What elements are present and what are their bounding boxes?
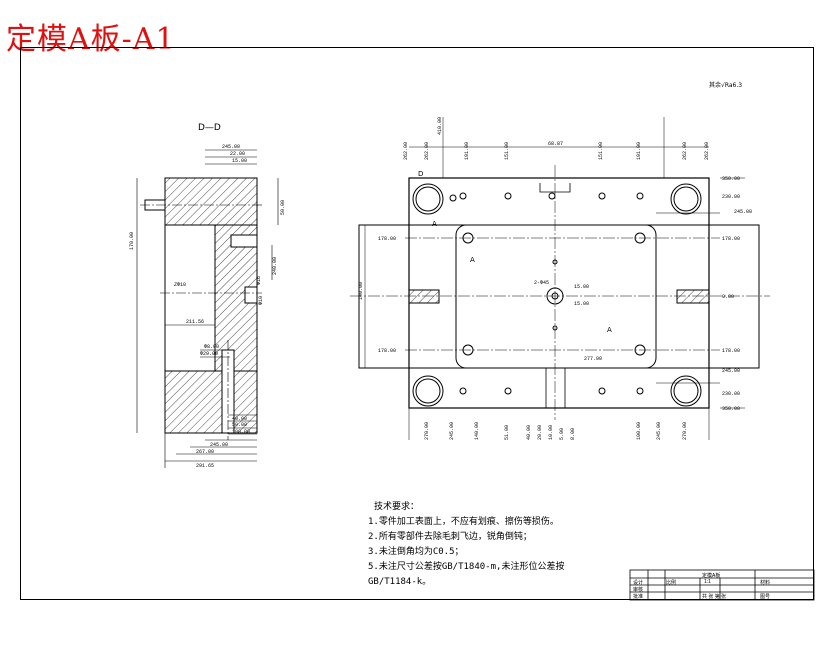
section-hole-1 xyxy=(230,234,258,248)
svg-text:A: A xyxy=(470,256,475,264)
svg-text:178.00: 178.00 xyxy=(722,236,740,242)
svg-text:Φ29.00: Φ29.00 xyxy=(200,351,218,357)
notes-line: 5.未注尺寸公差按GB/T1840-m,未注形位公差按 xyxy=(368,562,565,572)
svg-text:Φ16: Φ16 xyxy=(256,276,262,285)
svg-text:140.00: 140.00 xyxy=(358,282,364,300)
svg-text:50.00: 50.00 xyxy=(232,422,247,428)
svg-text:A: A xyxy=(607,326,612,334)
svg-text:178.00: 178.00 xyxy=(378,348,396,354)
svg-text:245.00: 245.00 xyxy=(734,209,752,215)
section-upper-block xyxy=(164,177,258,226)
section-view-label: D—D xyxy=(198,123,221,133)
svg-text:ZΦ10: ZΦ10 xyxy=(174,282,186,288)
svg-text:15.00: 15.00 xyxy=(232,158,247,164)
svg-text:Φ8.00: Φ8.00 xyxy=(204,344,219,350)
section-view-dd: D—D xyxy=(129,123,286,469)
svg-text:50.00: 50.00 xyxy=(280,200,286,215)
svg-text:178.00: 178.00 xyxy=(722,348,740,354)
svg-text:245.00: 245.00 xyxy=(722,368,740,374)
right-port xyxy=(676,289,710,304)
notes-line: 1.零件加工表面上，不应有划痕、擦伤等损伤。 xyxy=(368,517,559,527)
title-block-drawing-no: 图号 xyxy=(760,594,771,600)
svg-text:277.00: 277.00 xyxy=(584,356,602,362)
svg-text:40.00: 40.00 xyxy=(526,425,532,440)
svg-text:100.00: 100.00 xyxy=(232,429,250,435)
cavity-pocket xyxy=(455,224,657,369)
plan-view: 68.87 262.00 262.00 191.00 151.00 151.00… xyxy=(350,117,770,440)
bolt-holes xyxy=(449,192,646,395)
svg-text:A: A xyxy=(432,220,437,228)
svg-text:20.00: 20.00 xyxy=(537,425,543,440)
drawing-frame xyxy=(20,47,814,600)
svg-text:151.00: 151.00 xyxy=(598,142,604,160)
svg-text:245.00: 245.00 xyxy=(449,422,455,440)
svg-text:D: D xyxy=(418,170,423,178)
svg-text:140.00: 140.00 xyxy=(474,422,480,440)
svg-text:350.00: 350.00 xyxy=(722,406,740,412)
title-block-design: 设计 xyxy=(633,580,644,586)
title-block-grid xyxy=(629,569,815,601)
section-outline xyxy=(164,177,258,434)
title-block-material: 材料 xyxy=(760,580,771,586)
notes-line: 2.所有零部件去除毛刺飞边，锐角倒钝； xyxy=(368,532,532,542)
svg-text:262.00: 262.00 xyxy=(424,142,430,160)
svg-text:22.00: 22.00 xyxy=(230,151,245,157)
section-hole-2 xyxy=(244,286,258,304)
svg-text:51.00: 51.00 xyxy=(504,425,510,440)
title-block-check: 审核 xyxy=(633,587,644,593)
roughness-note: 其余√Ra6.3 xyxy=(709,81,742,89)
svg-text:270.00: 270.00 xyxy=(682,422,688,440)
plan-dimension-labels: 68.87 262.00 262.00 191.00 151.00 151.00… xyxy=(358,117,752,440)
title-block-scale-label: 比例 xyxy=(666,580,677,586)
svg-text:15.00: 15.00 xyxy=(574,284,589,290)
svg-text:170.00: 170.00 xyxy=(129,232,135,250)
svg-text:267.00: 267.00 xyxy=(196,449,214,455)
notes-heading: 技术要求： xyxy=(374,502,420,512)
svg-text:191.00: 191.00 xyxy=(464,142,470,160)
svg-text:2-Φ45: 2-Φ45 xyxy=(534,280,549,286)
plate-outline xyxy=(408,177,710,409)
svg-text:100.00: 100.00 xyxy=(636,422,642,440)
svg-text:151.00: 151.00 xyxy=(504,142,510,160)
notes-line: 3.未注倒角均为C0.5； xyxy=(368,547,464,557)
svg-text:0.00: 0.00 xyxy=(722,294,734,300)
title-block-part-name: 定模A板 xyxy=(702,573,721,579)
svg-text:68.87: 68.87 xyxy=(548,141,563,147)
svg-text:350.00: 350.00 xyxy=(722,176,740,182)
svg-text:262.00: 262.00 xyxy=(403,142,409,160)
svg-text:178.00: 178.00 xyxy=(378,236,396,242)
svg-text:191.00: 191.00 xyxy=(636,142,642,160)
svg-text:245.00: 245.00 xyxy=(210,442,228,448)
svg-text:410.00: 410.00 xyxy=(437,117,443,135)
svg-text:262.00: 262.00 xyxy=(704,142,710,160)
svg-text:5.00: 5.00 xyxy=(559,428,565,440)
title-block-scale: 1:1 xyxy=(704,579,711,585)
svg-text:245.00: 245.00 xyxy=(222,144,240,150)
section-dimension-labels: 245.00 22.00 15.00 170.00 50.00 240.00 Z… xyxy=(129,144,286,469)
svg-text:270.00: 270.00 xyxy=(424,422,430,440)
svg-text:230.00: 230.00 xyxy=(722,194,740,200)
guide-holes xyxy=(412,183,702,407)
left-port xyxy=(408,289,440,304)
svg-text:211.56: 211.56 xyxy=(186,319,204,325)
title-block-sheets: 共 张 第 张 xyxy=(702,594,727,600)
svg-text:40.00: 40.00 xyxy=(232,416,247,422)
svg-text:245.00: 245.00 xyxy=(656,422,662,440)
svg-text:230.00: 230.00 xyxy=(722,391,740,397)
title-block: 定模A板 比例 1:1 共 张 第 张 材料 图号 设计 审核 批准 xyxy=(630,570,808,600)
svg-text:10.00: 10.00 xyxy=(548,425,554,440)
svg-text:240.00: 240.00 xyxy=(272,257,278,275)
svg-text:15.00: 15.00 xyxy=(574,301,589,307)
svg-text:291.65: 291.65 xyxy=(196,463,214,469)
technical-requirements: 技术要求： 1.零件加工表面上，不应有划痕、擦伤等损伤。 2.所有零部件去除毛刺… xyxy=(368,500,564,590)
notes-line: GB/T1184-k。 xyxy=(368,577,432,587)
svg-text:262.00: 262.00 xyxy=(682,142,688,160)
svg-text:8.00: 8.00 xyxy=(570,428,576,440)
title-block-approve: 批准 xyxy=(633,594,644,600)
svg-text:Φ10: Φ10 xyxy=(258,296,264,305)
drawing-title: 定模A板-A1 xyxy=(6,22,176,57)
